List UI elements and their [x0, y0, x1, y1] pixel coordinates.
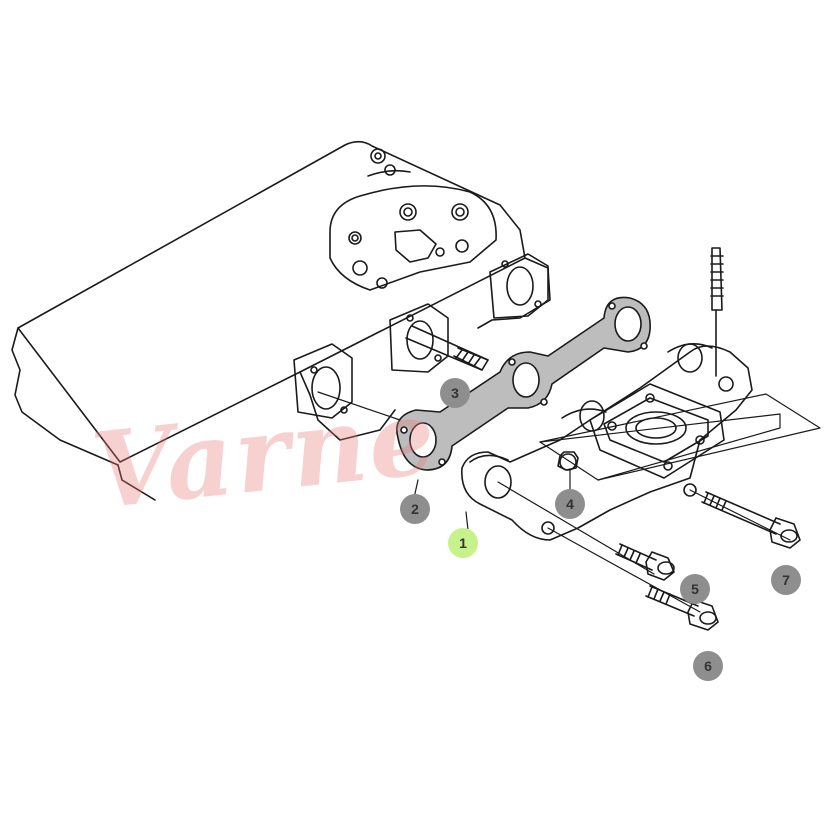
callout-5-label: 5 [691, 581, 699, 597]
callout-2[interactable]: 2 [400, 494, 430, 524]
callout-7-label: 7 [782, 572, 790, 588]
callout-6[interactable]: 6 [693, 651, 723, 681]
callout-4-label: 4 [566, 496, 574, 512]
cylinder-head [11, 140, 551, 501]
callout-7[interactable]: 7 [771, 565, 801, 595]
bolt-7 [701, 491, 801, 549]
callout-2-label: 2 [411, 501, 419, 517]
stud-bolt [405, 325, 489, 371]
callout-6-label: 6 [704, 658, 712, 674]
callout-3[interactable]: 3 [440, 378, 470, 408]
callout-3-label: 3 [451, 385, 459, 401]
block-port-3 [489, 253, 549, 319]
callout-1[interactable]: 1 [448, 528, 478, 558]
manifold-stud [710, 247, 724, 377]
callout-4[interactable]: 4 [555, 489, 585, 519]
callout-5[interactable]: 5 [680, 574, 710, 604]
block-port-1 [293, 343, 353, 419]
bolt-5 [615, 543, 675, 581]
exhaust-gasket [396, 296, 651, 471]
callout-1-label: 1 [459, 535, 467, 551]
